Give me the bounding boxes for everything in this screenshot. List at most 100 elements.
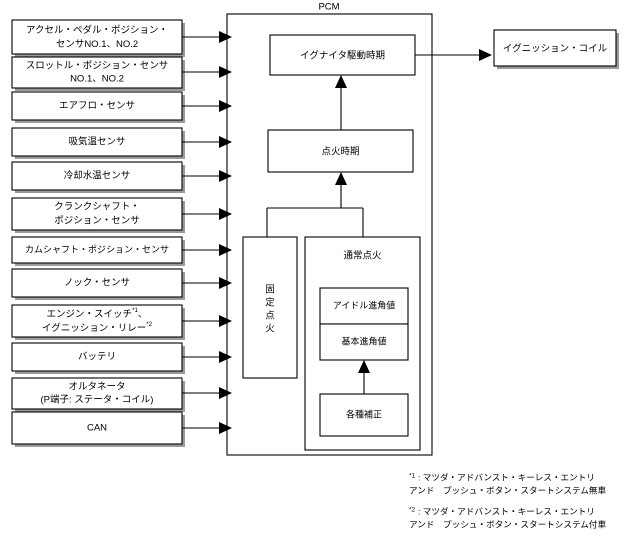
fixed-ignition-rect[interactable] [242,236,298,379]
input-box-rect[interactable] [11,377,183,410]
input-box-rect[interactable] [11,19,183,55]
ignition-coil-label: イグニッション・コイル [503,43,608,55]
fixed-ignition-char-4: 火 [265,324,275,335]
input-label-line1: ノック・センサ [64,278,130,289]
ignition-coil-rect[interactable] [493,29,617,67]
input-box-throttle-position-sensor[interactable]: スロットル・ポジション・センサ NO.1、NO.2 [11,56,232,91]
pcm-block-basic-advance-value[interactable]: 基本進角値 [319,323,409,361]
input-label-line1: オルタネータ [68,382,125,393]
pcm-title: PCM [318,2,339,13]
input-label-line1: クランクシャフト・ [54,202,140,213]
pcm-block-fixed-ignition[interactable]: 固 定 点 火 [242,236,298,379]
input-arrow-head [219,244,232,256]
connector-igniter-to-ignition-coil [415,49,492,61]
input-label-line1: スロットル・ポジション・センサ [26,61,169,72]
pcm-block-various-corrections[interactable]: 各種補正 [319,393,409,437]
input-box-battery[interactable]: バッテリ [11,342,232,374]
fixed-ignition-char-3: 点 [265,311,275,322]
idle-advance-value-rect[interactable] [319,287,409,325]
input-arrow-head [219,422,232,434]
input-arrow-head [219,66,232,78]
input-label-line1: アクセル・ペダル・ポジション・ [26,24,168,36]
connector-arrow-head [358,360,370,373]
footnote-2-line2: アンド プッシュ・ボタン・スタートシステム付車 [409,518,606,529]
input-arrow-head [219,31,232,43]
input-box-air-flow-sensor[interactable]: エアフロ・センサ [11,91,232,123]
input-box-camshaft-position-sensor[interactable]: カムシャフト・ポジション・センサ [11,236,232,266]
input-box-rect[interactable] [11,161,183,191]
input-arrow-head [219,100,232,112]
footnote-1-marker: *1 [409,473,415,480]
input-box-rect[interactable] [11,304,183,338]
input-arrow-head [219,170,232,182]
footnote-2-line1: : マツダ・アドバンスト・キーレス・エントリ [418,505,595,516]
footnote-1-line1: : マツダ・アドバンスト・キーレス・エントリ [418,471,595,482]
input-box-accel-pedal-position-sensor[interactable]: アクセル・ペダル・ポジション・ センサNO.1、NO.2 [11,19,232,57]
fixed-ignition-char-2: 定 [265,297,275,309]
footnote-2: *2 : マツダ・アドバンスト・キーレス・エントリ アンド プッシュ・ボタン・ス… [409,505,606,529]
connector-arrow-head [335,75,347,88]
igniter-drive-timing-rect[interactable] [269,34,416,76]
engine-switch-footnote-marker: *1 [132,307,138,314]
input-arrow-head [219,277,232,289]
input-box-engine-coolant-temperature-sensor[interactable]: 冷却水温センサ [11,161,232,193]
various-corrections-label: 各種補正 [346,408,382,419]
ignition-relay-text: イグニッション・リレー [42,322,146,334]
pcm-boundary [226,13,433,456]
input-label-line2: (P端子: ステータ・コイル) [41,394,154,406]
input-box-can[interactable]: CAN [11,411,232,447]
input-label-line1: バッテリ [78,352,116,363]
normal-ignition-rect[interactable] [304,236,421,451]
basic-advance-value-rect[interactable] [319,323,409,361]
pcm-block-ignition-timing[interactable]: 点火時期 [267,129,414,173]
various-corrections-rect[interactable] [319,393,409,437]
input-label-line1: CAN [87,423,107,434]
basic-advance-value-label: 基本進角値 [341,335,386,346]
connector-corrections-to-advance [358,360,370,394]
input-arrow-head [219,208,232,220]
input-label-line1: カムシャフト・ポジション・センサ [25,244,169,254]
ignition-timing-label: 点火時期 [321,147,359,158]
input-label-line2: NO.1、NO.2 [70,74,124,85]
pcm-group: PCM [226,2,433,456]
input-box-alternator[interactable]: オルタネータ (P端子: ステータ・コイル) [11,377,232,412]
fixed-ignition-char-1: 固 [265,285,275,296]
normal-ignition-title: 通常点火 [343,250,382,262]
footnote-1-line2: アンド プッシュ・ボタン・スタートシステム無車 [409,484,606,495]
input-label-line1: エアフロ・センサ [59,101,135,112]
input-label-line2: センサNO.1、NO.2 [56,39,138,50]
input-box-knock-sensor[interactable]: ノック・センサ [11,268,232,300]
pcm-block-idle-advance-value[interactable]: アイドル進角値 [319,287,409,325]
ignition-relay-footnote-marker: *2 [146,321,152,328]
pcm-group-normal-ignition[interactable]: 通常点火 アイドル進角値 基本進角値 各種補正 [304,236,421,451]
input-box-engine-switch-ignition-relay[interactable]: エンジン・スイッチ*1、 イグニッション・リレー*2 [11,304,232,340]
input-box-rect[interactable] [11,127,183,157]
input-label-line2: イグニッション・リレー*2 [42,321,153,333]
footnote-2-marker: *2 [409,507,415,514]
input-box-intake-air-temperature-sensor[interactable]: 吸気温センサ [11,127,232,159]
input-arrow-head [219,315,232,327]
input-arrow-head [219,387,232,399]
connector-ignition-branch-bus [266,207,364,237]
input-box-rect[interactable] [11,268,183,298]
input-box-rect[interactable] [11,411,183,445]
engine-switch-tail: 、 [138,309,148,320]
pcm-block-igniter-drive-timing[interactable]: イグナイタ駆動時期 [269,34,416,76]
footnote-1: *1 : マツダ・アドバンスト・キーレス・エントリ アンド プッシュ・ボタン・ス… [409,471,606,495]
idle-advance-value-label: アイドル進角値 [333,299,396,310]
input-label-line1: エンジン・スイッチ*1、 [47,307,148,319]
input-label-line1: 冷却水温センサ [64,170,131,182]
input-box-rect[interactable] [11,197,183,231]
input-label-line1: 吸気温センサ [68,136,125,148]
connector-bus-to-ignition-timing [335,172,347,208]
input-box-crankshaft-position-sensor[interactable]: クランクシャフト・ ポジション・センサ [11,197,232,233]
output-box-ignition-coil[interactable]: イグニッション・コイル [493,29,619,69]
igniter-drive-timing-label: イグナイタ駆動時期 [300,50,385,62]
input-arrow-head [219,351,232,363]
connector-arrow-head [335,172,347,185]
input-arrow-head [219,136,232,148]
connector-arrow-head [479,49,492,61]
input-label-line2: ポジション・センサ [54,216,140,227]
